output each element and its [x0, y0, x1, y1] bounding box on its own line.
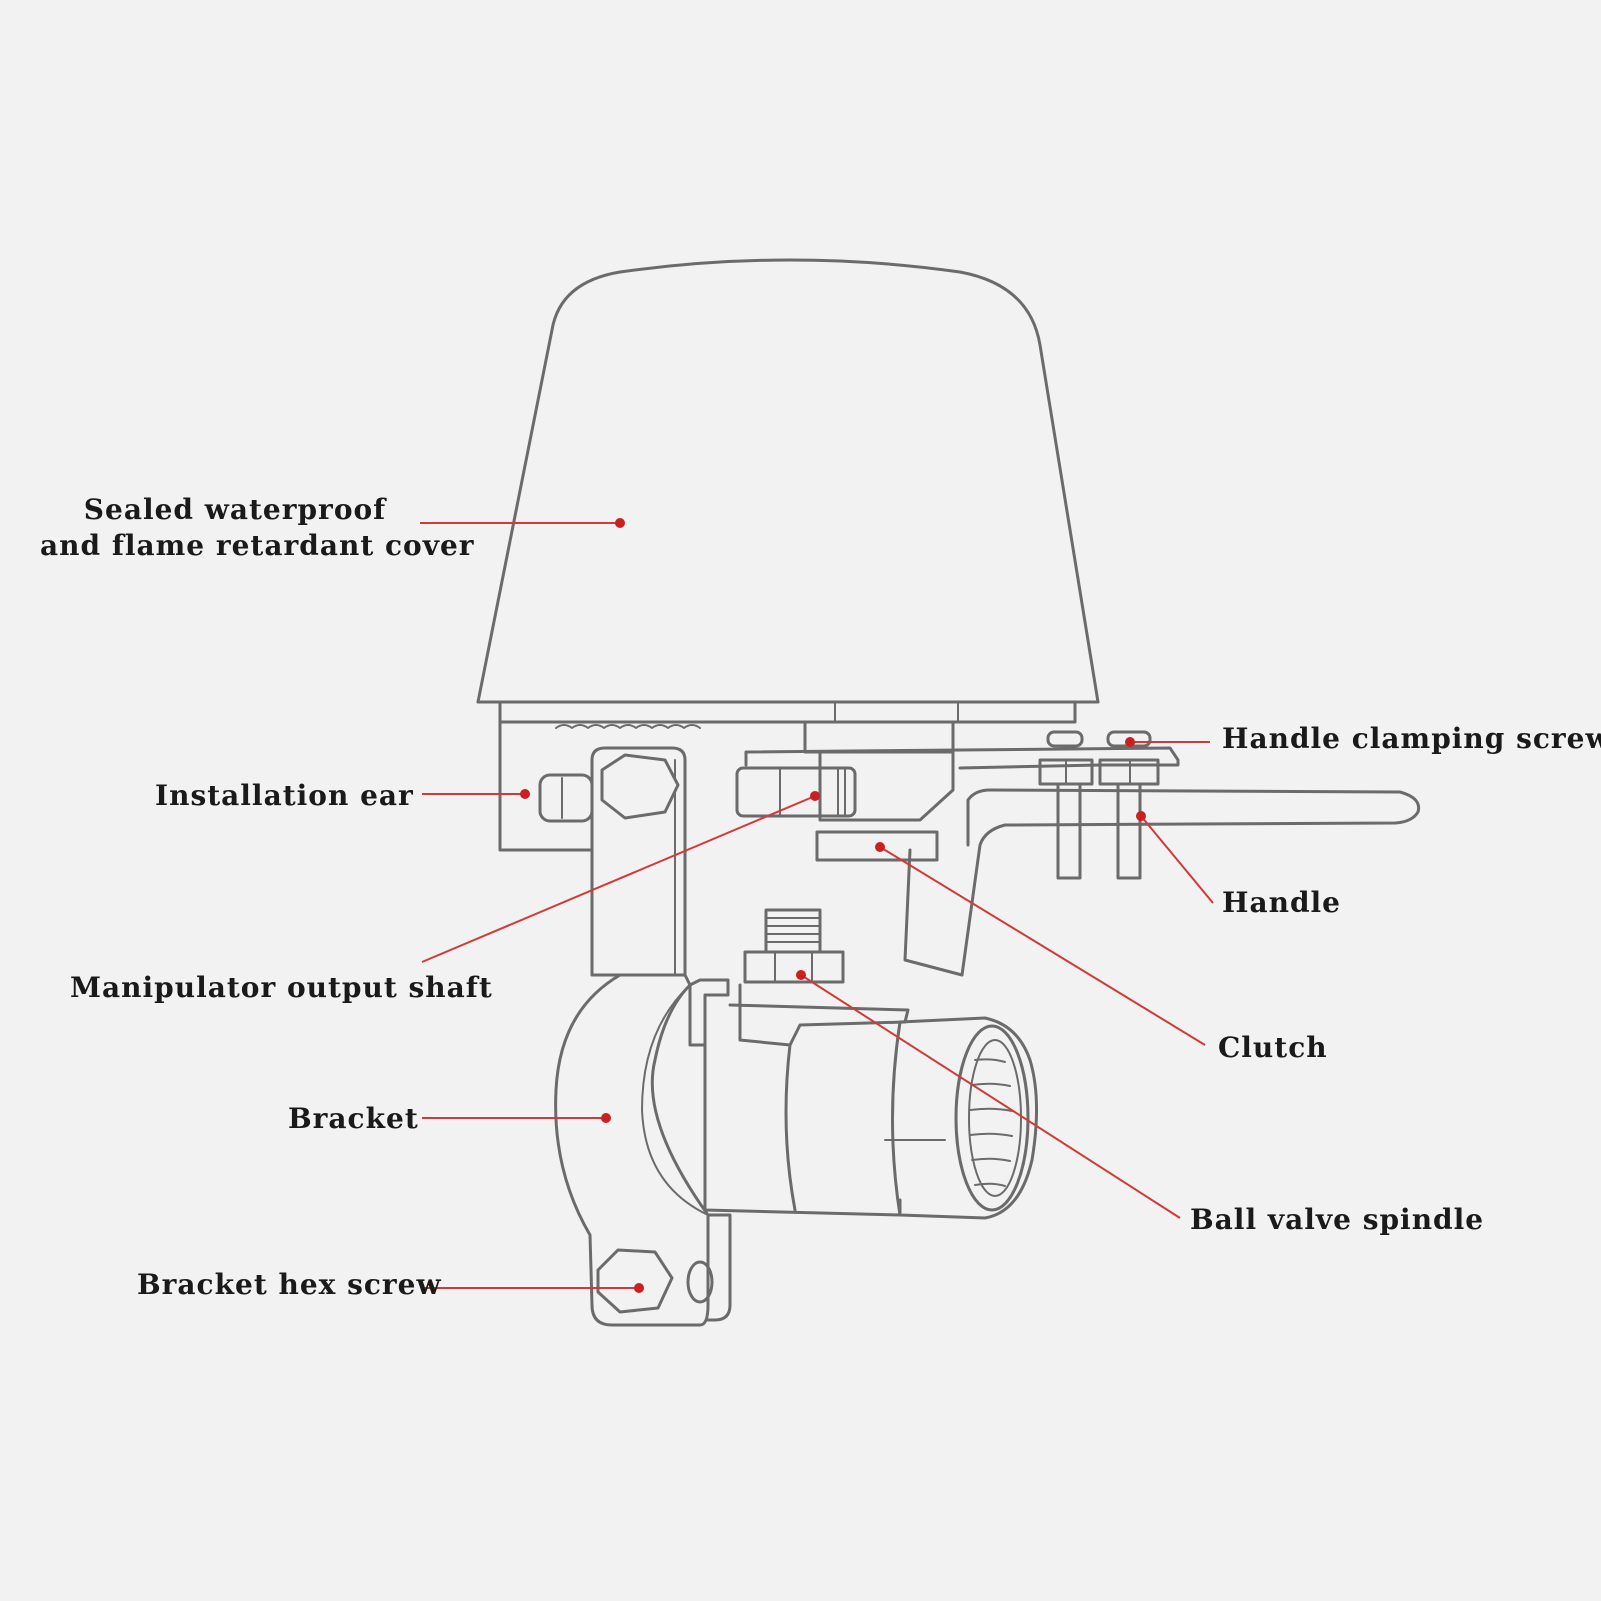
pipe-body: [703, 1043, 902, 1217]
clamping-bolt-1: [1056, 782, 1082, 880]
handle-shape: [960, 788, 1421, 977]
upper-bracket-plate: [590, 746, 687, 977]
label-installation-ear: Installation ear: [155, 779, 414, 812]
label-manipulator-output-shaft: Manipulator output shaft: [70, 971, 493, 1004]
pipe-opening-inner: [968, 1039, 1022, 1197]
leader-clutch: [879, 846, 1206, 1046]
bracket-lower-flange: [706, 1213, 732, 1322]
dot-ball-valve-spindle: [796, 970, 806, 980]
label-cover-line2: and flame retardant cover: [40, 529, 475, 562]
installation-ear-shape: [538, 773, 594, 823]
leader-output-shaft: [421, 795, 816, 963]
bracket-latch: [688, 978, 730, 1047]
label-clutch: Clutch: [1218, 1031, 1328, 1064]
spindle-base: [728, 983, 910, 1047]
output-block: [803, 720, 955, 754]
knurled-ring: [555, 724, 701, 729]
pipe-threads: [969, 1058, 1013, 1187]
spindle-thread: [764, 908, 822, 954]
dot-bracket-hex-screw: [634, 1283, 644, 1293]
label-bracket-hex-screw: Bracket hex screw: [137, 1268, 442, 1301]
mount-body: [498, 720, 594, 852]
label-cover: Sealed waterproof and flame retardant co…: [40, 492, 475, 564]
pipe-right-section: [891, 1016, 1039, 1220]
leader-ball-valve-spindle: [800, 974, 1181, 1219]
clutch-shape: [815, 830, 939, 862]
dot-clutch: [875, 842, 885, 852]
cover-collar: [498, 700, 1077, 724]
bracket-inner: [641, 984, 709, 1216]
clamping-bolt-2: [1116, 782, 1142, 880]
pipe-opening: [954, 1024, 1030, 1212]
dot-installation-ear: [520, 789, 530, 799]
upper-hex-nut: [600, 753, 680, 820]
handle-plate: [744, 746, 1180, 770]
leader-handle: [1140, 815, 1214, 904]
label-handle: Handle: [1222, 886, 1341, 919]
label-handle-clamping-screw: Handle clamping screw: [1222, 722, 1601, 755]
output-shaft-coupling: [735, 766, 857, 818]
cover-shape: [476, 258, 1100, 704]
dot-bracket: [601, 1113, 611, 1123]
handle-stem: [903, 848, 964, 977]
spindle-nut: [743, 950, 845, 984]
output-housing: [818, 750, 955, 822]
dot-cover: [615, 518, 625, 528]
bracket-hex-screw-shape: [596, 1248, 674, 1314]
bracket-shape: [554, 973, 710, 1327]
dot-handle: [1136, 811, 1146, 821]
pipe-middle-band: [784, 1043, 797, 1212]
bracket-screw-tail: [686, 1260, 714, 1304]
label-bracket: Bracket: [288, 1102, 419, 1135]
label-ball-valve-spindle: Ball valve spindle: [1190, 1203, 1485, 1236]
dot-output-shaft: [810, 791, 820, 801]
dot-clamping-screw: [1125, 737, 1135, 747]
label-cover-line1: Sealed waterproof: [83, 493, 387, 526]
clamping-screw-head-1: [1046, 730, 1084, 748]
